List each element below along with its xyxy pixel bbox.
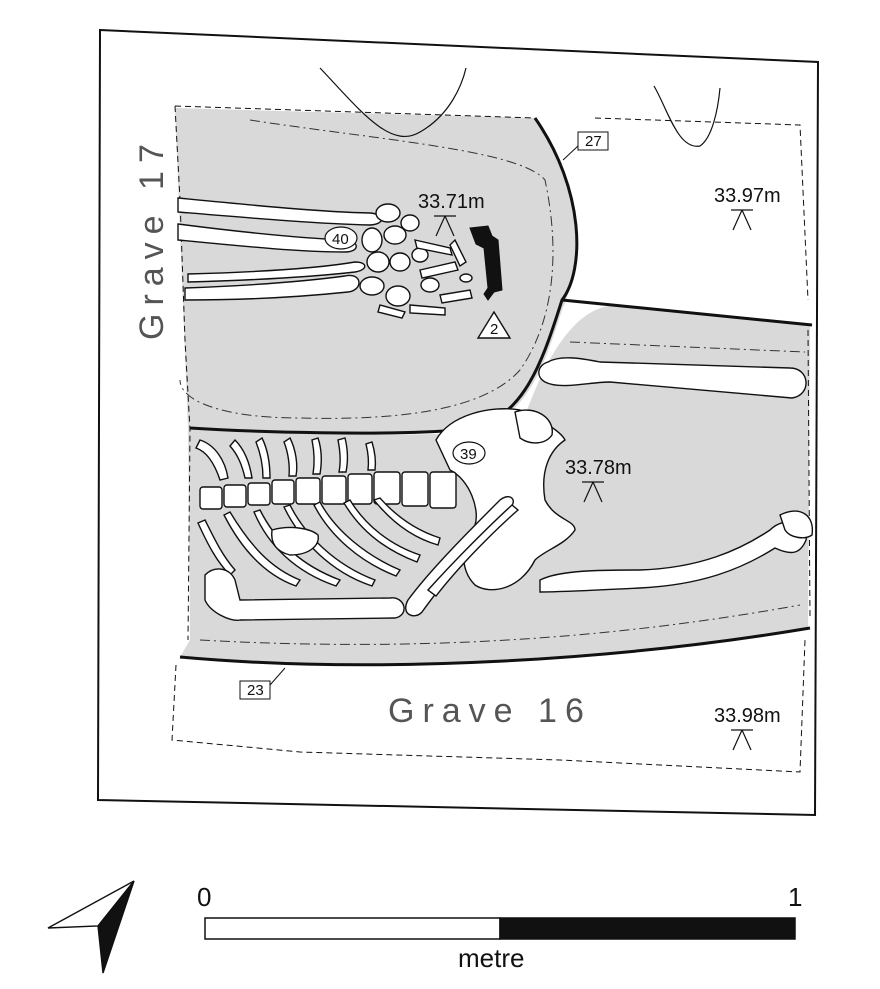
femur [538, 357, 807, 399]
svg-text:23: 23 [247, 682, 264, 699]
context-23-tag: 23 [239, 667, 286, 700]
phalanx [459, 273, 473, 283]
grave-17-cut-line [189, 117, 579, 435]
level-33-78: 33.78m [565, 457, 632, 503]
dashdot-grave-16-base [199, 341, 806, 645]
svg-text:33.71m: 33.71m [418, 191, 485, 213]
femur [539, 521, 808, 593]
scale-unit-label: metre [458, 943, 524, 973]
long-bone [187, 261, 366, 283]
carpal [385, 285, 411, 307]
skeleton-39-label: 39 [452, 441, 486, 465]
grave-16-south-cut-line [179, 626, 811, 667]
grave-16-north-cut-line [561, 298, 813, 327]
ribs-upper [195, 436, 377, 481]
carpal [366, 251, 390, 273]
pubic-bone [779, 510, 814, 539]
carpal [361, 227, 383, 253]
carpal [383, 225, 407, 245]
svg-text:2: 2 [490, 321, 498, 338]
svg-text:40: 40 [332, 231, 349, 248]
svg-text:33.98m: 33.98m [714, 705, 781, 727]
scale-bar: 0 1 metre [197, 882, 802, 973]
dashed-limit-right [807, 329, 811, 621]
skeleton-40-label: 40 [324, 226, 358, 250]
vertebrae [199, 471, 457, 510]
dashed-limit-upper [174, 105, 809, 301]
carpal [359, 276, 385, 296]
pit-cut-right [653, 85, 721, 147]
phalanx [449, 238, 467, 268]
long-bone [177, 223, 357, 253]
carpal [375, 203, 401, 223]
carpal [400, 214, 420, 232]
carpal [389, 252, 411, 272]
forearm [426, 504, 520, 597]
phalanx [419, 261, 459, 279]
phalanx [377, 304, 407, 319]
scale-start-label: 0 [197, 882, 211, 912]
dashdot-grave-17-base [179, 119, 554, 419]
grave-16-title: Grave 16 [388, 692, 592, 730]
svg-text:27: 27 [585, 133, 602, 150]
dashed-limit-lower [171, 639, 806, 773]
scapula [271, 526, 319, 556]
context-27-tag: 27 [562, 131, 609, 161]
svg-text:33.97m: 33.97m [714, 185, 781, 207]
skeleton-40 [177, 197, 473, 319]
scale-end-label: 1 [788, 882, 802, 912]
long-bone [184, 274, 360, 301]
phalanx [414, 239, 453, 256]
level-33-98: 33.98m [714, 705, 781, 751]
north-arrow-icon [47, 880, 135, 974]
carpal [420, 277, 440, 293]
grave-17-title: Grave 17 [133, 136, 171, 340]
phalanx [439, 289, 473, 304]
pit-cut-left [319, 67, 467, 138]
dashed-limit-left [174, 105, 191, 641]
sacrum [514, 409, 553, 444]
svg-text:33.78m: 33.78m [565, 457, 632, 479]
skeleton-39 [195, 357, 814, 621]
phalanx [409, 304, 446, 316]
find-2-marker: 2 [476, 310, 512, 339]
humerus [204, 568, 405, 621]
level-33-97: 33.97m [714, 185, 781, 231]
level-33-71: 33.71m [418, 191, 485, 237]
svg-text:39: 39 [460, 446, 477, 463]
iron-object-icon [469, 225, 503, 301]
